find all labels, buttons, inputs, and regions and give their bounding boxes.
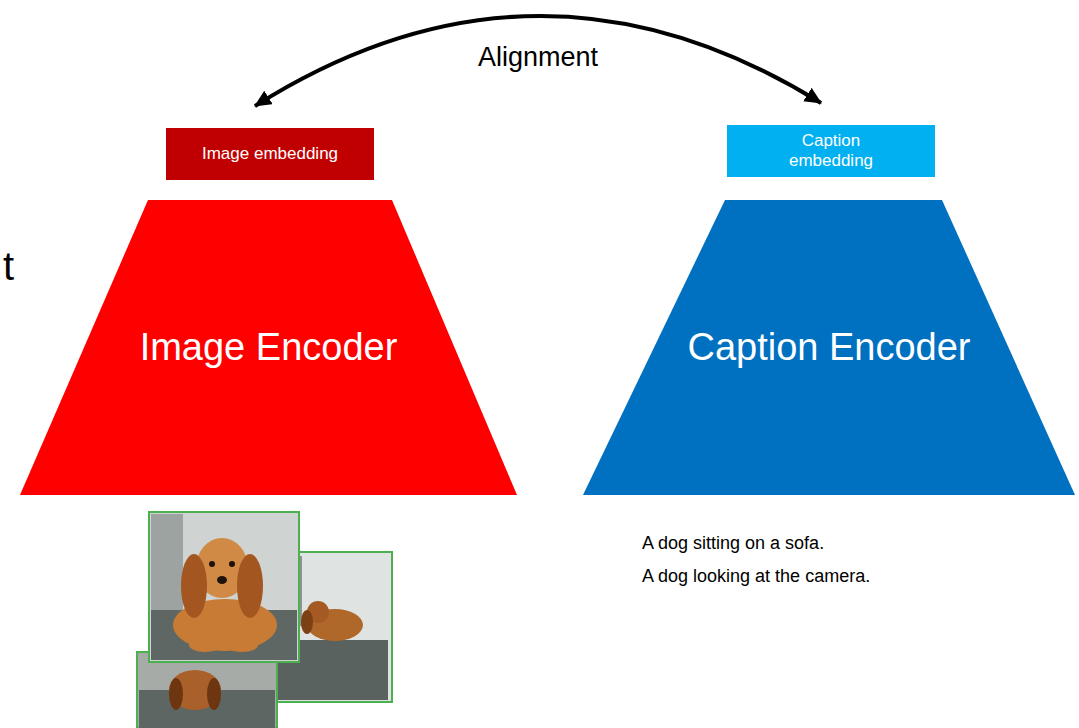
encoder-title: Image Encoder xyxy=(140,326,398,370)
embedding-box: Caption embedding xyxy=(727,125,935,177)
caption-text: A dog sitting on a sofa. xyxy=(642,533,824,554)
photo-bottom xyxy=(137,652,277,728)
embedding-box: Image embedding xyxy=(166,128,374,180)
alignment-arrow xyxy=(255,16,821,106)
encoder-title: Caption Encoder xyxy=(687,326,970,370)
encoder-trapezoid: Image Encoder xyxy=(20,200,517,495)
edge-label: Alignment xyxy=(475,42,601,73)
embedding-label: Caption embedding xyxy=(776,131,886,170)
caption-text: A dog looking at the camera. xyxy=(642,566,870,587)
caption-text: t xyxy=(3,244,14,289)
trapezoid-fill xyxy=(20,200,517,495)
photo-front xyxy=(149,512,299,662)
trapezoid-fill xyxy=(583,200,1075,495)
encoder-trapezoid: Caption Encoder xyxy=(583,200,1075,495)
embedding-label: Image embedding xyxy=(202,144,338,164)
